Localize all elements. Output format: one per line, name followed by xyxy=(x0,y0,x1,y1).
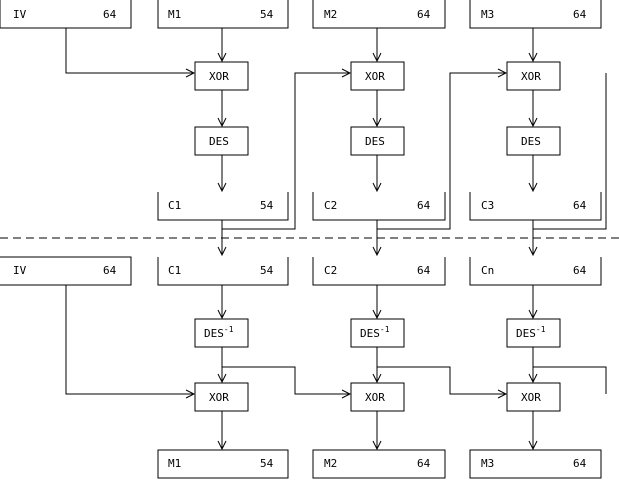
c1-output-bits: 54 xyxy=(260,199,274,212)
decryption-section: IV 64 C1 54 C2 64 Cn 64 DES-1 DES-1 xyxy=(0,220,607,479)
xor-box-6: XOR xyxy=(506,382,561,412)
m2-input-block: M2 64 xyxy=(312,0,446,29)
m1-input-block: M1 54 xyxy=(157,0,289,29)
xor-box-1: XOR xyxy=(194,61,249,91)
xor-label: XOR xyxy=(209,70,229,83)
c2-input-bits: 64 xyxy=(417,264,431,277)
des-inverse-label: DES-1 xyxy=(204,325,234,340)
c2-output-label: C2 xyxy=(324,199,337,212)
c2-output-block: C2 64 xyxy=(312,192,446,221)
des-label: DES xyxy=(365,135,385,148)
des-label: DES xyxy=(209,135,229,148)
c2-input-block: C2 64 xyxy=(312,257,446,286)
m1-input-label: M1 xyxy=(168,8,181,21)
m1-input-bits: 54 xyxy=(260,8,274,21)
m3-output-block: M3 64 xyxy=(469,449,602,479)
des-label: DES xyxy=(521,135,541,148)
iv-block-bottom: IV 64 xyxy=(0,256,132,286)
des-box-1: DES xyxy=(194,126,249,156)
m1-output-bits: 54 xyxy=(260,457,274,470)
iv-bits-top: 64 xyxy=(103,8,117,21)
m1-output-label: M1 xyxy=(168,457,181,470)
des-box-2: DES xyxy=(350,126,405,156)
xor-label: XOR xyxy=(365,70,385,83)
iv-bits-bottom: 64 xyxy=(103,264,117,277)
des-inverse-box-2: DES-1 xyxy=(350,318,405,348)
decryption-wires xyxy=(65,285,607,449)
xor-box-3: XOR xyxy=(506,61,561,91)
xor-box-5: XOR xyxy=(350,382,405,412)
c3-output-bits: 64 xyxy=(573,199,587,212)
m2-output-label: M2 xyxy=(324,457,337,470)
c1-input-label: C1 xyxy=(168,264,181,277)
m2-output-bits: 64 xyxy=(417,457,431,470)
c3-output-label: C3 xyxy=(481,199,494,212)
m3-input-block: M3 64 xyxy=(469,0,602,29)
m1-output-block: M1 54 xyxy=(157,449,289,479)
des-inverse-box-1: DES-1 xyxy=(194,318,249,348)
c2-output-bits: 64 xyxy=(417,199,431,212)
encryption-wires xyxy=(65,28,607,230)
cn-input-block: Cn 64 xyxy=(469,257,602,286)
c1-output-block: C1 54 xyxy=(157,192,289,221)
xor-label: XOR xyxy=(365,391,385,404)
m2-input-label: M2 xyxy=(324,8,337,21)
xor-label: XOR xyxy=(209,391,229,404)
iv-label-top: IV xyxy=(13,8,27,21)
iv-label-bottom: IV xyxy=(13,264,27,277)
xor-label: XOR xyxy=(521,70,541,83)
c1-input-bits: 54 xyxy=(260,264,274,277)
m3-output-label: M3 xyxy=(481,457,494,470)
des-inverse-label: DES-1 xyxy=(516,325,546,340)
m3-input-label: M3 xyxy=(481,8,494,21)
des-inverse-label: DES-1 xyxy=(360,325,390,340)
m2-output-block: M2 64 xyxy=(312,449,446,479)
m3-input-bits: 64 xyxy=(573,8,587,21)
xor-box-4: XOR xyxy=(194,382,249,412)
iv-block-top: IV 64 xyxy=(0,0,132,29)
c1-output-label: C1 xyxy=(168,199,181,212)
c3-output-block: C3 64 xyxy=(469,192,602,221)
xor-box-2: XOR xyxy=(350,61,405,91)
cn-input-label: Cn xyxy=(481,264,494,277)
des-inverse-box-3: DES-1 xyxy=(506,318,561,348)
cn-input-bits: 64 xyxy=(573,264,587,277)
m2-input-bits: 64 xyxy=(417,8,431,21)
c1-input-block: C1 54 xyxy=(157,257,289,286)
des-box-3: DES xyxy=(506,126,561,156)
xor-label: XOR xyxy=(521,391,541,404)
c2-input-label: C2 xyxy=(324,264,337,277)
encryption-section: IV 64 M1 54 M2 64 M3 64 XOR XOR xyxy=(0,0,607,230)
m3-output-bits: 64 xyxy=(573,457,587,470)
